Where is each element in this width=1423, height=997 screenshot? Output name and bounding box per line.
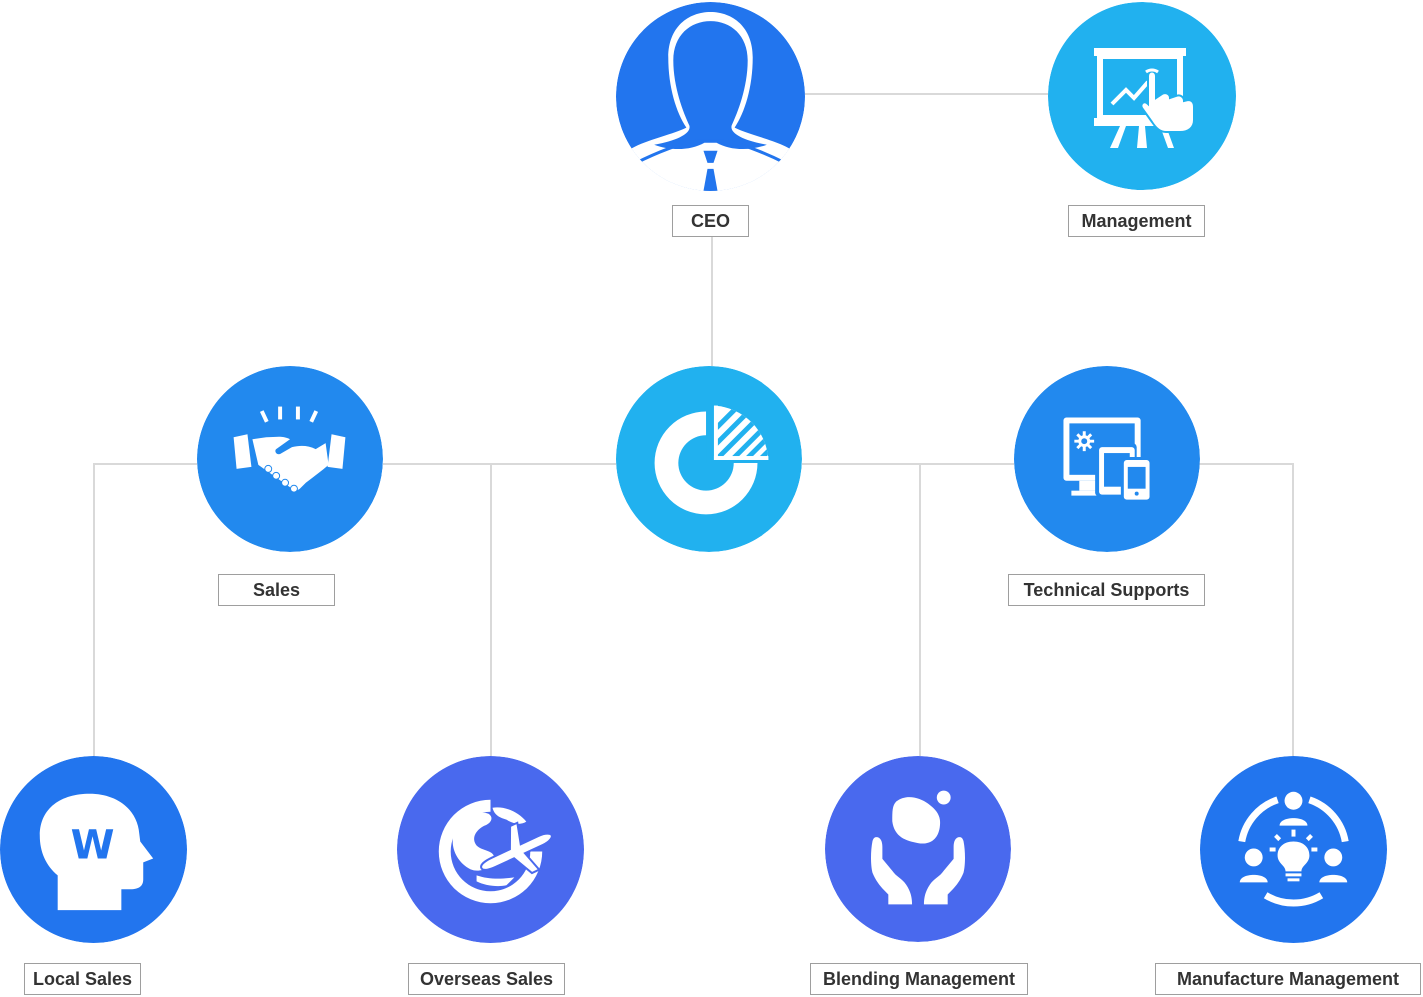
- blending-management-label: Blending Management: [810, 963, 1028, 995]
- technical-supports-node: [1014, 366, 1200, 552]
- management-label: Management: [1068, 205, 1205, 237]
- devices-icon: [1014, 366, 1200, 552]
- connector-sales-local: [93, 463, 197, 756]
- hands-drop-icon: [825, 756, 1011, 942]
- head-w-icon: W: [0, 756, 187, 943]
- team-idea-icon: [1200, 756, 1387, 943]
- local-sales-label: Local Sales: [24, 963, 141, 995]
- technical-supports-label: Technical Supports: [1008, 574, 1205, 606]
- person-silhouette-icon: [616, 2, 805, 191]
- management-node: [1048, 2, 1236, 190]
- globe-airplane-icon: [397, 756, 584, 943]
- hub-node: [616, 366, 802, 552]
- ceo-node: [616, 2, 805, 191]
- blending-management-node: [825, 756, 1011, 942]
- connector-technical-manufacture: [1199, 463, 1294, 756]
- ceo-label: CEO: [672, 205, 749, 237]
- sales-label: Sales: [218, 574, 335, 606]
- presentation-board-icon: [1048, 2, 1236, 190]
- sales-node: [197, 366, 383, 552]
- manufacture-management-node: [1200, 756, 1387, 943]
- pie-chart-icon: [616, 366, 802, 552]
- overseas-sales-node: [397, 756, 584, 943]
- svg-text:W: W: [71, 822, 115, 868]
- overseas-sales-label: Overseas Sales: [408, 963, 565, 995]
- manufacture-management-label: Manufacture Management: [1155, 963, 1421, 995]
- local-sales-node: W: [0, 756, 187, 943]
- handshake-icon: [197, 366, 383, 552]
